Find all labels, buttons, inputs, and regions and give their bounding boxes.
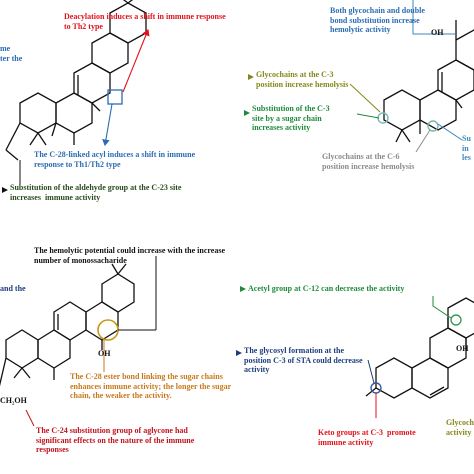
ring-e-bl [101,273,135,313]
arrow-c24 [25,409,35,427]
ring-a-tr [383,89,421,131]
label-c23-aldehyde: Substitution of the aldehyde group at th… [10,183,182,202]
panel-bottom-right-structure [365,297,474,399]
ring-a-br [375,357,413,399]
ring-a-bl [5,329,39,369]
label-hemolytic-monosaccharide: The hemolytic potential could increase w… [34,246,226,265]
bullet-c3 [248,74,254,80]
arrow-deacylation [122,28,150,93]
ring-c [73,62,111,104]
label-bl-left: and the [0,284,26,293]
label-c24-substitution: The C-24 substitution group of aglycone … [36,426,195,454]
label-c6-hemolysis: Glycochains at the C-6 position increase… [322,152,415,171]
c12-highlight [450,314,462,326]
label-c3-sugar: Substitution of the C-3 site by a sugar … [252,104,330,132]
c6-highlight [427,120,439,132]
oh-label-br: OH [456,344,469,353]
panel-bottom-left-structure [0,263,135,387]
ch2oh-label: CH₂OH [0,396,27,405]
label-tr-right: Su in les [462,134,471,162]
ring-a [19,92,57,134]
c28-highlight-box [107,89,123,105]
oh-label-bl: OH [98,349,111,358]
label-c3-hemolysis: Glycochains at the C-3 position increase… [256,70,349,89]
arrow-c3-hemolysis [349,83,381,113]
oh-label-tr: OH [431,28,444,37]
ring-d-tr [455,29,474,71]
ring-b [55,92,93,134]
bullet-glycosyl [236,350,242,356]
label-br-right: Glycoch activity [446,418,474,437]
label-c28-acyl: The C-28-linked acyl induces a shift in … [34,150,196,169]
arrow-right-tr [437,123,463,141]
ring-b-bl [37,329,71,369]
label-c28-ester: The C-28 ester bond linking the sugar ch… [70,372,232,400]
label-deacylation: Deacylation induces a shift in immune re… [64,12,226,31]
c3-highlight [377,112,389,124]
bracket-top [412,0,455,35]
ring-c-bl [53,301,87,341]
label-keto-c3: Keto groups at C-3 promote immune activi… [318,428,416,447]
label-glycochain-double-bond: Both glycochain and double bond substitu… [330,6,425,34]
ring-c-tr [437,59,474,101]
bullet-sugar [244,110,250,116]
ring-b-br [411,357,449,399]
bullet-c23 [2,187,8,193]
label-acetyl-c12: Acetyl group at C-12 can decrease the ac… [248,284,405,293]
arrow-c3-sugar [356,113,380,119]
panel-top-right-structure [383,20,474,143]
ring-d [91,32,129,74]
arrow-glycosyl [367,359,375,384]
arrow-acetyl [432,296,452,319]
arrow-c28-acyl [102,103,113,147]
label-glycosyl-c3: The glycosyl formation at the position C… [244,346,363,374]
label-tl-left: me ter the [0,44,23,63]
arrow-c6 [415,129,431,153]
bullet-acetyl [240,286,246,292]
